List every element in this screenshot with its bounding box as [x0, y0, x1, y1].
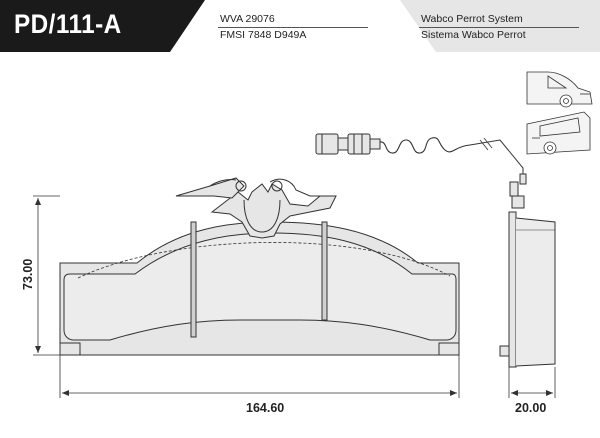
- system-name: Wabco Perrot System: [421, 13, 523, 25]
- height-dimension-label: 73.00: [21, 259, 35, 290]
- height-dimension: [33, 195, 60, 356]
- header-divider: [218, 27, 368, 28]
- width-dimension: [59, 355, 460, 398]
- brake-pad-front-view: [59, 177, 460, 356]
- header-background: [0, 0, 600, 52]
- width-dimension-label: 164.60: [246, 401, 284, 415]
- van-icon: [526, 71, 593, 108]
- wva-reference: WVA 29076: [220, 13, 275, 25]
- brake-pad-side-view: [315, 133, 556, 368]
- thickness-dimension: [508, 367, 556, 398]
- thickness-dimension-label: 20.00: [515, 401, 546, 415]
- system-name-translation: Sistema Wabco Perrot: [421, 29, 526, 41]
- fmsi-reference: FMSI 7848 D949A: [220, 29, 307, 41]
- header-bar: PD/111-A WVA 29076 FMSI 7848 D949A Wabco…: [0, 0, 600, 52]
- part-code: PD/111-A: [14, 9, 122, 39]
- header-divider-right: [419, 27, 579, 28]
- van-rear-icon: [526, 111, 591, 155]
